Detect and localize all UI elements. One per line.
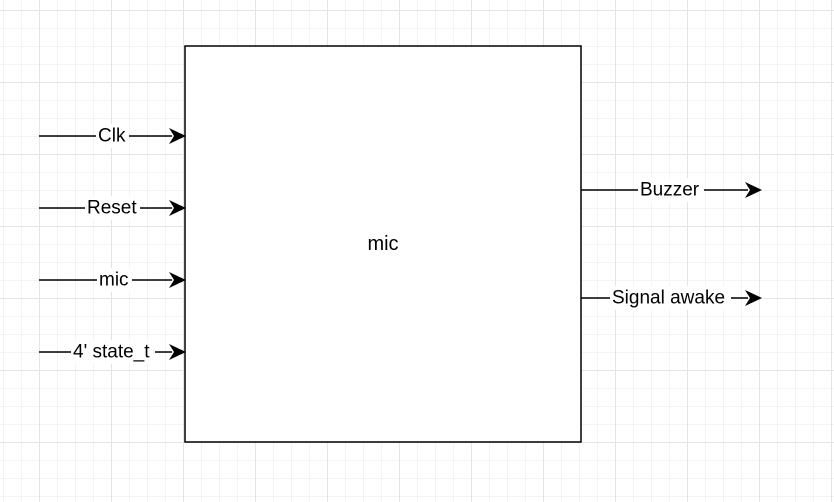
- arrow-head-icon: [745, 290, 762, 306]
- output-signal-awake[interactable]: Signal awake: [581, 286, 762, 310]
- label-background: [85, 196, 140, 220]
- mic-block[interactable]: [184, 45, 582, 443]
- arrow-head-icon: [169, 200, 186, 216]
- arrow-head-icon: [169, 272, 186, 288]
- arrow-head-icon: [745, 182, 762, 198]
- input-signal-clk[interactable]: Clk: [39, 124, 186, 148]
- input-label: mic: [99, 270, 129, 291]
- input-label: Reset: [87, 198, 137, 219]
- arrow-head-icon: [169, 344, 186, 360]
- arrow-head-icon: [169, 128, 186, 144]
- label-background: [96, 124, 129, 148]
- input-signal-reset[interactable]: Reset: [39, 196, 186, 220]
- output-signal-buzzer[interactable]: Buzzer: [581, 178, 762, 202]
- input-label: Clk: [98, 126, 126, 147]
- label-background: [610, 286, 731, 310]
- output-label: Signal awake: [612, 288, 725, 309]
- label-background: [97, 268, 132, 292]
- input-signal-mic[interactable]: mic: [39, 268, 186, 292]
- input-label: 4' state_t: [73, 342, 150, 363]
- input-signal-state[interactable]: 4' state_t: [39, 340, 186, 364]
- output-label: Buzzer: [640, 180, 700, 201]
- block-label: mic: [367, 233, 398, 255]
- label-background: [638, 178, 704, 202]
- label-background: [71, 340, 155, 364]
